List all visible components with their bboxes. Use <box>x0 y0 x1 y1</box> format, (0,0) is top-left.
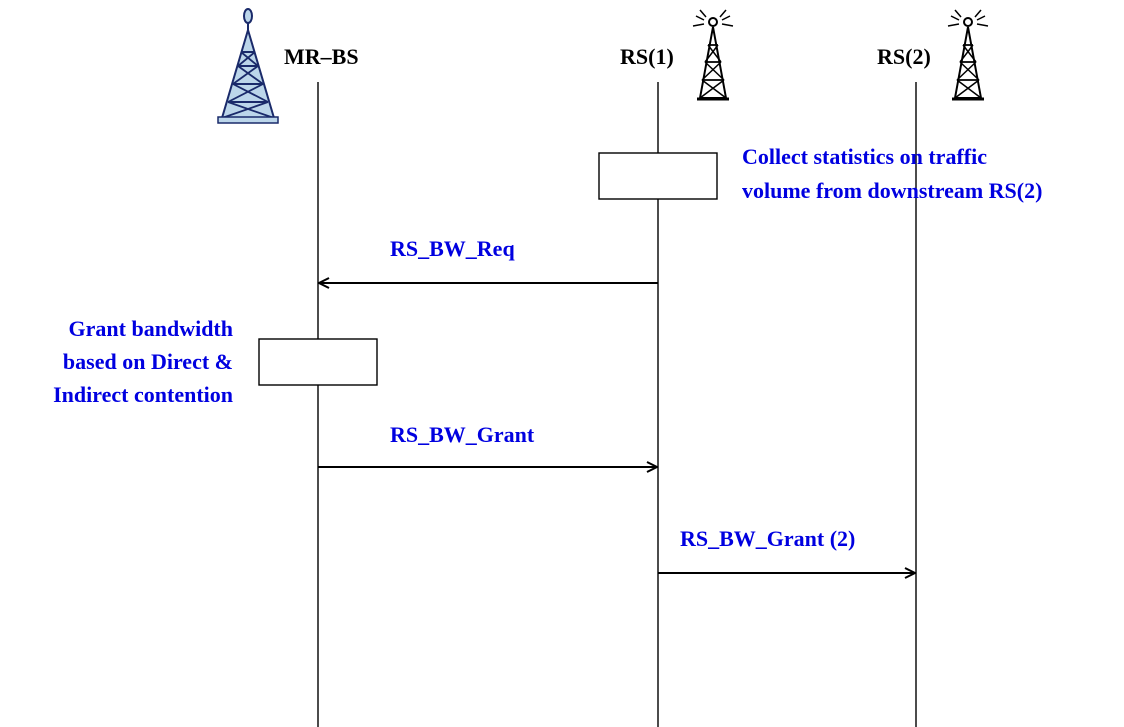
rs-bw-grant2-label: RS_BW_Grant (2) <box>680 526 855 551</box>
mr-bs-label: MR–BS <box>284 44 359 69</box>
rs-bw-grant-label: RS_BW_Grant <box>390 422 535 447</box>
collect-statistics-box <box>598 152 718 200</box>
rs2-label: RS(2) <box>877 44 931 69</box>
grant-note-line3: Indirect contention <box>53 382 233 407</box>
rs-bw-req-label: RS_BW_Req <box>390 236 515 261</box>
relay-tower-icon <box>692 9 734 101</box>
grant-note-line2: based on Direct & <box>63 349 233 374</box>
relay-tower-icon <box>947 9 989 101</box>
grant-note-line1: Grant bandwidth <box>69 316 233 341</box>
collect-note-line1: Collect statistics on traffic <box>742 144 987 169</box>
collect-note-line2: volume from downstream RS(2) <box>742 178 1042 203</box>
base-station-tower-icon <box>217 8 279 124</box>
grant-bandwidth-box <box>258 338 378 386</box>
rs1-label: RS(1) <box>620 44 674 69</box>
